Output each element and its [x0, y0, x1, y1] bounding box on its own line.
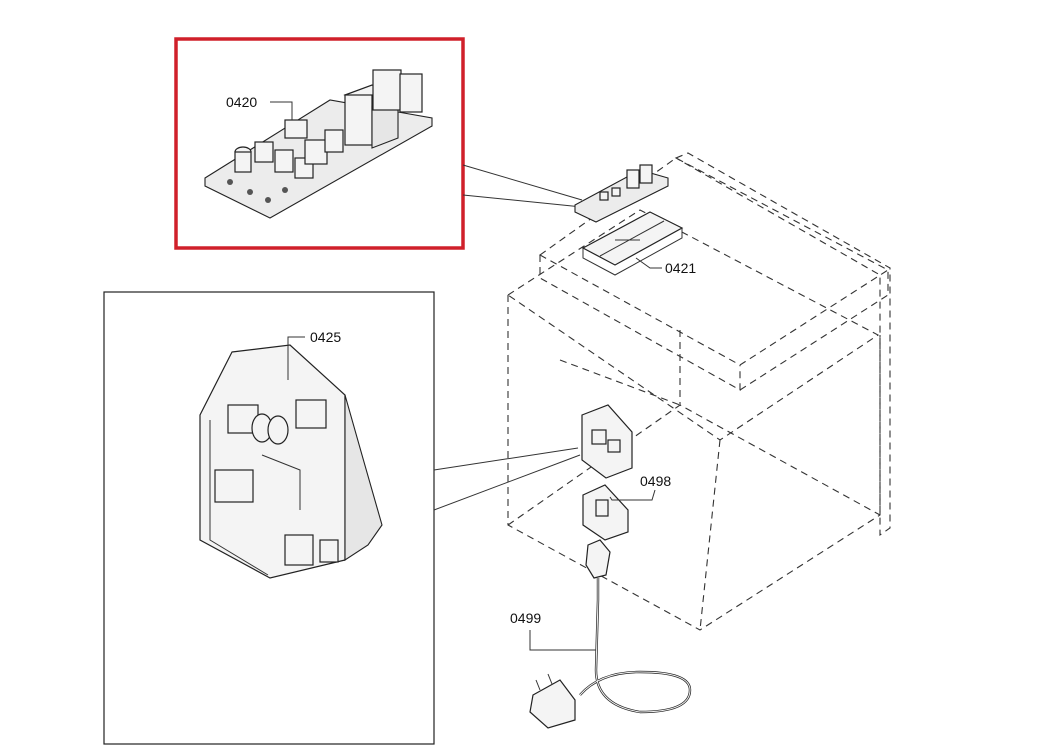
block-callout-line-upper	[433, 447, 579, 471]
block-callout-line-lower	[433, 454, 581, 511]
label-0425: 0425	[310, 329, 341, 345]
detail-frame	[103, 291, 435, 745]
leader-line-0498	[609, 489, 656, 501]
oven-housing	[507, 152, 891, 631]
pcb-detail-illustration	[204, 69, 433, 219]
terminal-block-illustration	[199, 344, 383, 579]
bracket	[581, 211, 684, 276]
pcb-callout-line-upper	[462, 164, 583, 201]
label-0421: 0421	[665, 260, 696, 276]
label-0498: 0498	[640, 473, 671, 489]
leader-line-0425	[287, 336, 305, 380]
leader-line-0421	[635, 257, 662, 269]
pcb-callout-line-lower	[462, 194, 583, 208]
label-0420: 0420	[226, 94, 257, 110]
socket	[582, 484, 629, 541]
highlight-frame	[174, 37, 465, 250]
terminal-block-small	[581, 404, 633, 479]
pcb-small	[574, 164, 669, 223]
leader-line-0420	[270, 101, 293, 120]
power-cord	[529, 539, 692, 729]
leader-line-0499	[529, 630, 596, 651]
label-0499: 0499	[510, 610, 541, 626]
